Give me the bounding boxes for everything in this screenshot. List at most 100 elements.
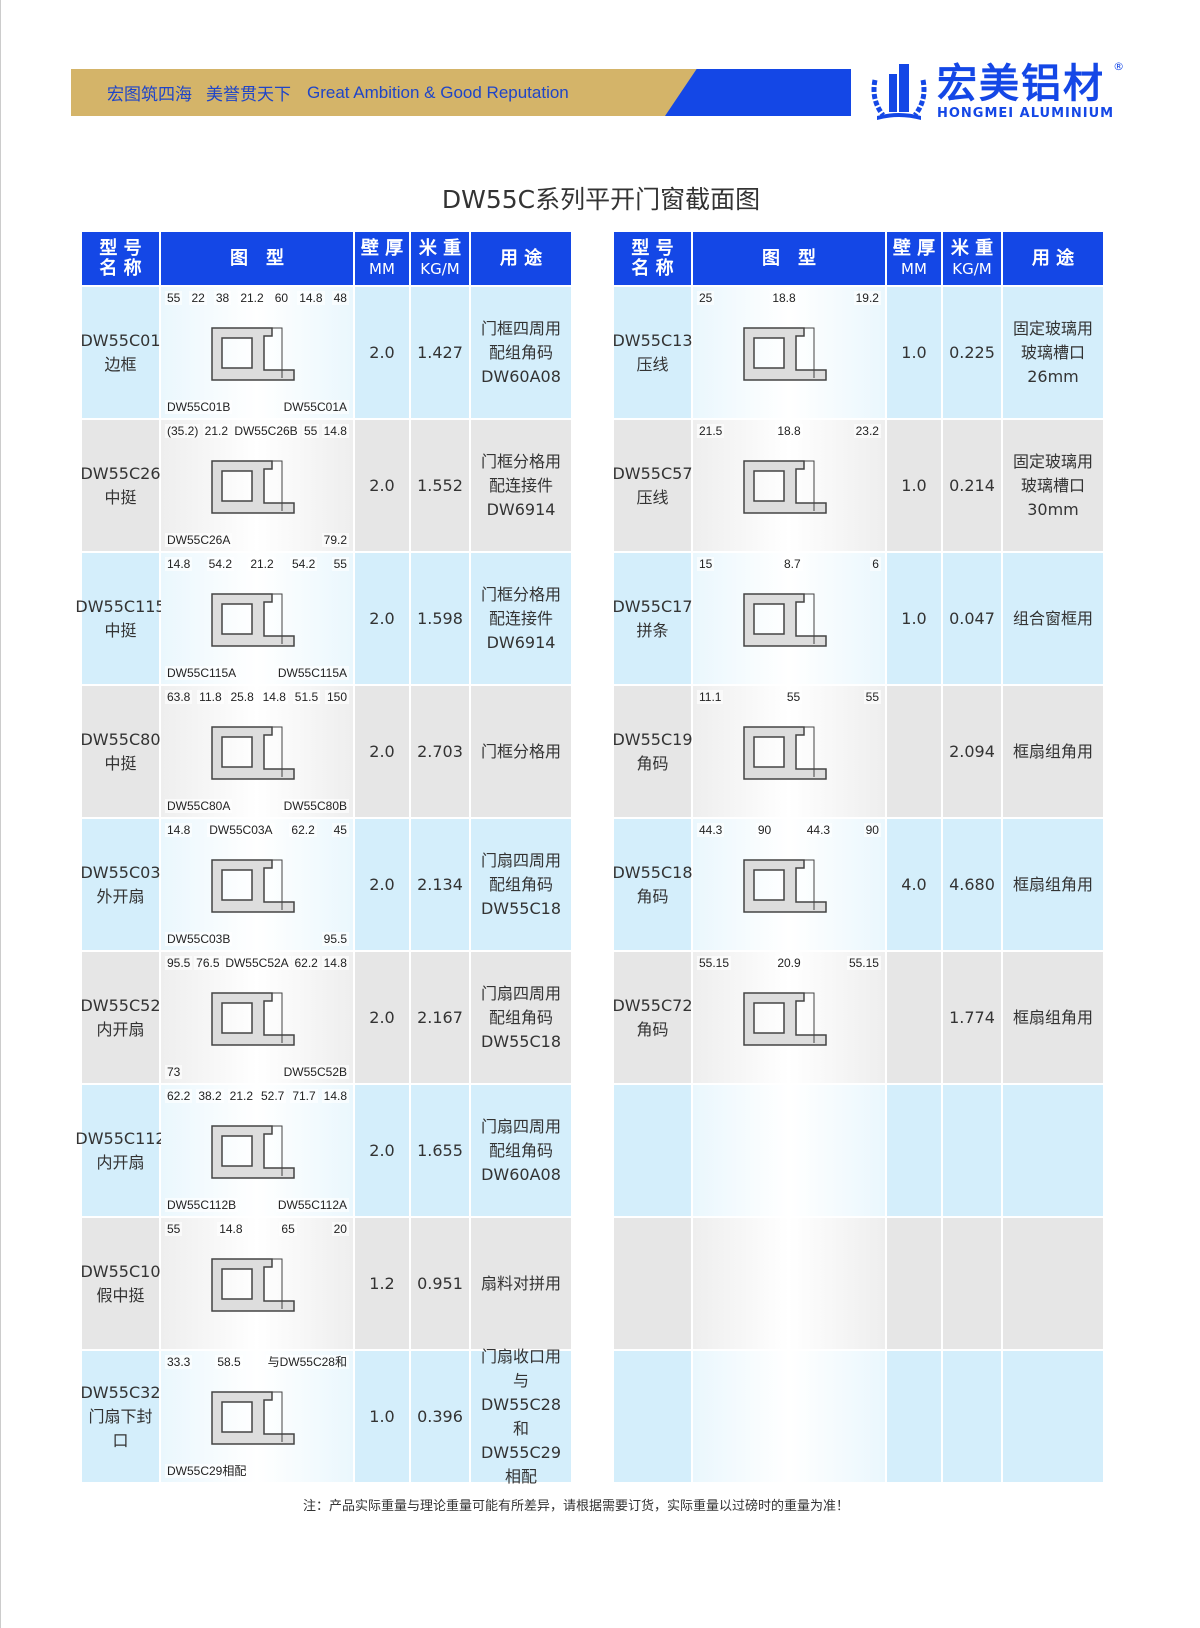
profile-shape-icon — [211, 459, 295, 514]
dimension-label: DW55C112A — [275, 1198, 349, 1212]
profile-desc: 门扇下封口 — [88, 1406, 153, 1450]
dimension-label: 73 — [165, 1065, 183, 1079]
dimension-label: 55 — [301, 424, 320, 438]
slogan-banner: 宏图筑四海 美誉贯天下 Great Ambition & Good Reputa… — [71, 69, 701, 116]
profile-shape-icon — [211, 326, 295, 381]
dimension-label: 21.5 — [697, 424, 725, 438]
dimension-label: 14.8 — [321, 1089, 349, 1103]
profile-code: DW55C10 — [80, 1261, 161, 1281]
meter-weight — [943, 1085, 1001, 1216]
profile-code: DW55C52 — [80, 995, 161, 1015]
dimension-label: 62.2 — [165, 1089, 193, 1103]
meter-weight: 1.598 — [411, 553, 469, 684]
dimension-label: 25 — [697, 291, 715, 305]
profile-code: DW55C32 — [80, 1382, 161, 1402]
profile-code: DW55C17 — [612, 596, 693, 616]
header-thickness-1: 壁 厚 — [360, 237, 404, 259]
dimension-label: DW55C01B — [165, 400, 233, 414]
profile-shape-icon — [743, 858, 827, 913]
wall-thickness: 1.2 — [355, 1218, 409, 1349]
usage: 门扇四周用 配组角码 DW55C18 — [471, 952, 571, 1083]
slogan-2: 美誉贯天下 — [206, 85, 291, 105]
header-weight-1: 米 重 — [950, 237, 994, 259]
dimension-label: DW55C52B — [281, 1065, 349, 1079]
profile-code: DW55C03 — [80, 862, 161, 882]
table-row — [614, 1085, 1103, 1216]
dimension-label: DW55C80A — [165, 799, 233, 813]
header-name-1: 型 号 — [631, 237, 674, 259]
dimension-label: 33.3 — [165, 1355, 193, 1369]
dimension-label: 20.9 — [775, 956, 803, 970]
profile-code: DW55C19 — [612, 729, 693, 749]
dimension-label: 14.8 — [321, 956, 349, 970]
profile-code: DW55C01 — [80, 330, 161, 350]
wall-thickness — [887, 1351, 941, 1482]
table-row — [614, 1218, 1103, 1349]
profile-desc: 内开扇 — [96, 1019, 145, 1039]
dimension-label: DW55C52A — [223, 956, 291, 970]
usage — [1003, 1218, 1103, 1349]
header-usage: 用 途 — [1003, 232, 1103, 285]
header-name: 型 号名 称 — [82, 232, 159, 285]
wall-thickness: 2.0 — [355, 686, 409, 817]
usage: 门框分格用 配连接件 DW6914 — [471, 553, 571, 684]
dimension-label: 8.7 — [781, 557, 803, 571]
dimension-label: 48 — [331, 291, 349, 305]
profile-desc: 压线 — [636, 354, 669, 374]
dimension-label: 11.8 — [197, 690, 224, 704]
header-drawing: 图 型 — [161, 232, 353, 285]
dimension-label: 18.8 — [770, 291, 798, 305]
profile-drawing — [693, 1351, 885, 1482]
dimension-label: 14.8 — [165, 823, 193, 837]
profile-name — [614, 1085, 691, 1216]
profile-shape-icon — [743, 592, 827, 647]
dimension-label: 45 — [331, 823, 349, 837]
usage — [1003, 1085, 1103, 1216]
header-name: 型 号名 称 — [614, 232, 691, 285]
profile-code: DW55C72 — [612, 995, 693, 1015]
header-weight-unit: KG/M — [420, 259, 460, 278]
meter-weight: 2.167 — [411, 952, 469, 1083]
profile-name — [614, 1351, 691, 1482]
meter-weight: 2.134 — [411, 819, 469, 950]
table-row — [614, 1351, 1103, 1482]
meter-weight: 2.094 — [943, 686, 1001, 817]
dimension-label: 62.2 — [292, 956, 320, 970]
wall-thickness: 2.0 — [355, 553, 409, 684]
usage: 固定玻璃用 玻璃槽口 30mm — [1003, 420, 1103, 551]
registered-mark: ® — [1113, 60, 1125, 73]
dimension-label: 55.15 — [697, 956, 732, 970]
profile-desc: 中挺 — [104, 620, 137, 640]
meter-weight: 0.396 — [411, 1351, 469, 1482]
profile-shape-icon — [743, 991, 827, 1046]
profile-desc: 中挺 — [104, 753, 137, 773]
meter-weight: 0.047 — [943, 553, 1001, 684]
